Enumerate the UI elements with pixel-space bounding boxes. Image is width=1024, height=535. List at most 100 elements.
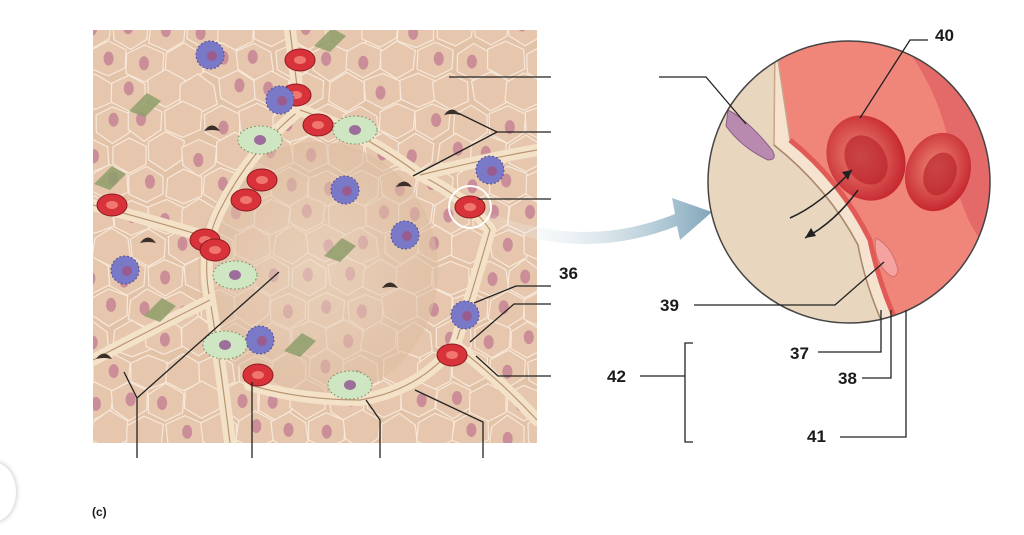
epithelial-cell	[147, 131, 185, 172]
cell-nucleus	[501, 173, 512, 188]
capillary-blood-cells	[96, 48, 486, 387]
cell-nucleus	[195, 30, 206, 41]
epithelial-cell	[486, 40, 526, 79]
cell-nucleus	[218, 176, 228, 191]
cell-nucleus	[139, 301, 150, 316]
epithelial-cell	[541, 322, 576, 356]
cell-nucleus	[160, 270, 171, 285]
alveolar-tissue	[93, 13, 633, 450]
epithelial-cell	[361, 30, 399, 48]
cell-nucleus	[452, 391, 462, 405]
alveolar-pore	[204, 125, 220, 131]
leader-4	[469, 303, 551, 343]
cell-nucleus	[108, 364, 119, 379]
cell-nucleus	[247, 49, 258, 64]
epithelial-cell	[524, 107, 537, 139]
leader-b1	[123, 271, 280, 458]
alveolar-pore	[140, 237, 156, 243]
epithelial-cell	[541, 13, 574, 49]
cell-nucleus	[573, 359, 583, 373]
bracket-42	[640, 342, 693, 443]
epithelial-cell	[112, 137, 147, 174]
cell-nucleus	[466, 423, 477, 437]
cell-nucleus	[416, 393, 427, 408]
epithelial-cell	[93, 139, 110, 173]
type-ii-nucleus	[229, 270, 241, 280]
cell-nucleus	[145, 174, 155, 189]
cell-nucleus	[93, 335, 98, 350]
cell-nucleus	[611, 57, 621, 71]
cell-nucleus	[159, 332, 170, 347]
cell-nucleus	[504, 120, 515, 135]
epithelial-cell	[527, 357, 537, 386]
fibroblast	[144, 298, 176, 322]
cell-nucleus	[592, 332, 602, 346]
panel-letter: (c)	[92, 505, 107, 519]
leader-39	[694, 261, 885, 306]
epithelial-cell	[253, 30, 290, 48]
fibroblast	[129, 93, 161, 117]
cell-nucleus	[431, 113, 442, 128]
epithelial-cell	[545, 198, 582, 234]
epithelial-cell	[579, 73, 616, 111]
leader-37	[818, 310, 882, 353]
epithelial-cell	[600, 43, 633, 81]
septum-edge	[249, 109, 491, 401]
cell-nucleus	[218, 120, 229, 135]
cell-nucleus	[125, 392, 136, 407]
endothelium	[788, 138, 908, 323]
red-blood-cell-center	[240, 196, 252, 204]
cell-nucleus	[543, 119, 553, 133]
cell-nucleus	[542, 59, 552, 73]
cell-nucleus	[93, 149, 99, 164]
epithelial-cell	[164, 100, 203, 138]
type-ii-nucleus	[344, 380, 356, 390]
cell-nucleus	[177, 236, 188, 251]
cell-nucleus	[452, 141, 463, 156]
epithelial-cell	[579, 324, 615, 360]
cell-nucleus	[103, 51, 114, 66]
epithelial-cell	[558, 411, 595, 450]
zoom-circle-border	[707, 40, 991, 324]
rbc-right	[904, 132, 972, 212]
macrophage-nucleus	[207, 51, 217, 61]
epithelial-cell	[559, 103, 596, 138]
cell-nucleus	[321, 424, 332, 439]
cell-nucleus	[93, 396, 101, 411]
label-36: 36	[559, 264, 578, 283]
leader-40	[859, 39, 928, 119]
cell-nucleus	[520, 269, 531, 284]
epithelial-cell	[579, 259, 616, 294]
cell-nucleus	[251, 419, 262, 434]
epithelial-cell	[562, 169, 598, 206]
red-blood-cell-center	[252, 371, 264, 379]
macrophage-nucleus	[277, 96, 287, 106]
cell-nucleus	[518, 30, 526, 32]
epithelial-cell	[93, 30, 111, 49]
epithelial-cell	[112, 30, 149, 51]
red-blood-cell-center	[446, 351, 458, 359]
leader-5	[475, 355, 551, 377]
alveolar-macrophages	[110, 40, 505, 355]
leader-36	[473, 285, 551, 304]
leader-b3	[365, 399, 381, 458]
cell-nucleus	[193, 153, 204, 167]
epithelial-cell	[431, 72, 469, 111]
label-38: 38	[838, 369, 857, 388]
cell-nucleus	[590, 211, 600, 225]
cell-nucleus	[234, 78, 245, 93]
cell-nucleus	[502, 364, 513, 379]
cell-nucleus	[541, 362, 551, 376]
leader-b4	[414, 389, 484, 458]
cell-nucleus	[182, 424, 193, 439]
epithelial-cell	[504, 72, 537, 112]
red-blood-cell-center	[312, 121, 324, 129]
epithelial-cell	[579, 385, 615, 422]
epithelial-cell	[523, 292, 537, 326]
red-blood-cell-center	[294, 56, 306, 64]
cell-nucleus	[123, 81, 134, 96]
endothelial-nucleus	[874, 237, 899, 277]
leader-lines	[123, 39, 928, 458]
epithelial-cell	[579, 16, 615, 52]
